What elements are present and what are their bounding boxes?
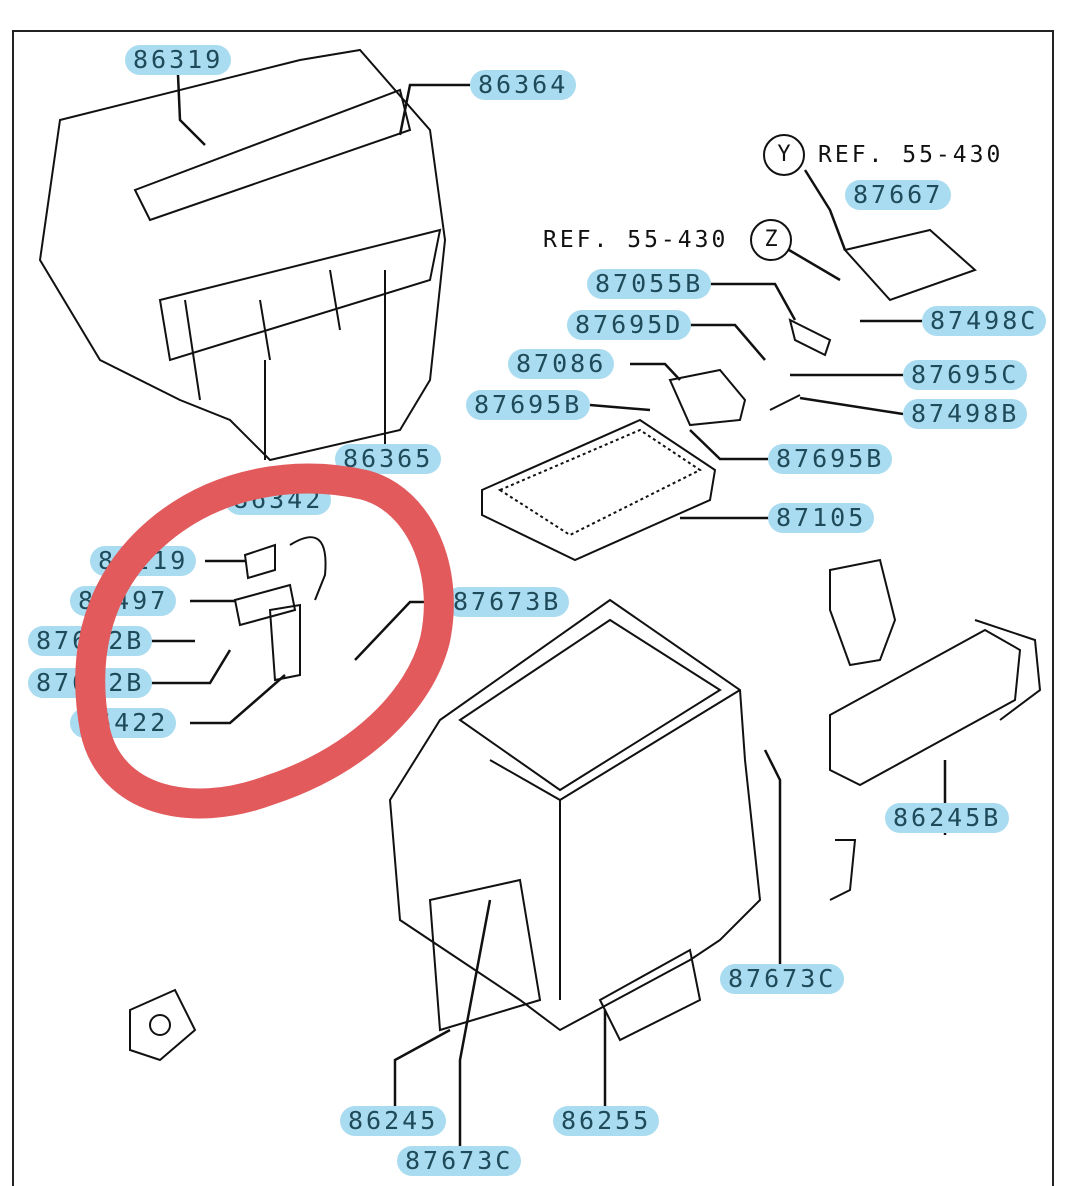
part-label: 87667: [845, 180, 952, 210]
part-label: 87498C: [922, 306, 1047, 336]
part-label: 87695C: [903, 360, 1028, 390]
part-label: 86255: [553, 1106, 660, 1136]
ref-marker-y: Y: [763, 134, 805, 176]
diagram-frame: [12, 30, 1054, 1186]
part-label: 86245B: [885, 803, 1010, 833]
blower-case-drawing: [38, 48, 447, 462]
part-label: 87498B: [903, 399, 1028, 429]
leader-lines: [150, 74, 947, 1150]
part-label: 87055B: [587, 269, 712, 299]
ref-text-y: REF. 55-430: [818, 142, 1004, 168]
small-parts-drawing: [129, 536, 897, 1062]
heater-unit-drawing: [388, 598, 762, 1042]
heater-core-drawing: [481, 418, 717, 562]
part-label: 87105: [768, 503, 875, 533]
part-label: 87695B: [768, 444, 893, 474]
part-label: 86245: [340, 1106, 447, 1136]
evaporator-drawing: [829, 619, 1042, 787]
part-label: 87695D: [567, 310, 692, 340]
part-label: 87673B: [445, 587, 570, 617]
valve-drawing: [668, 228, 977, 427]
part-label: 87673C: [397, 1146, 522, 1176]
ref-marker-z: Z: [750, 219, 792, 261]
part-label: 86364: [470, 70, 577, 100]
part-label: 87086: [508, 349, 615, 379]
part-label: 87695B: [466, 390, 591, 420]
part-label: 86319: [125, 45, 232, 75]
part-label: 87673C: [720, 964, 845, 994]
ref-text-z: REF. 55-430: [543, 227, 729, 253]
